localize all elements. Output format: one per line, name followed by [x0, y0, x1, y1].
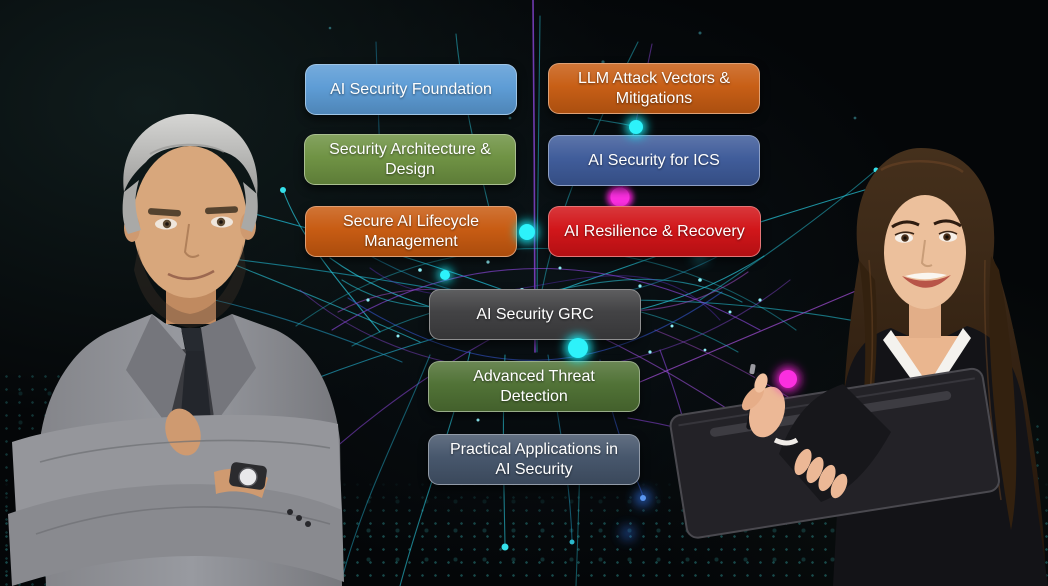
module-label: AI Security for ICS	[588, 151, 720, 169]
woman-blouse-collar	[883, 330, 925, 390]
module-security-architecture-design: Security Architecture & Design	[304, 134, 516, 185]
module-label: AI Security GRC	[476, 305, 594, 323]
module-llm-attack-vectors-mitigations: LLM Attack Vectors & Mitigations	[548, 63, 760, 114]
businessman-figure	[8, 114, 344, 586]
woman-face	[884, 195, 966, 309]
module-secure-ai-lifecycle-management: Secure AI Lifecycle Management	[305, 206, 517, 257]
woman-smile	[902, 275, 951, 288]
module-label: Security Architecture & Design	[329, 140, 491, 178]
module-ai-security-grc: AI Security GRC	[429, 289, 641, 340]
module-label: Practical Applications in AI Security	[449, 440, 619, 478]
man-face	[133, 146, 247, 298]
module-ai-security-for-ics: AI Security for ICS	[548, 135, 760, 186]
module-label: AI Security Foundation	[330, 80, 492, 98]
module-advanced-threat-detection: Advanced Threat Detection	[428, 361, 640, 412]
man-hand	[165, 408, 201, 456]
module-label: LLM Attack Vectors & Mitigations	[577, 69, 731, 107]
man-hair	[123, 114, 258, 196]
module-label: Secure AI Lifecycle Management	[342, 212, 480, 250]
module-label: AI Resilience & Recovery	[564, 222, 745, 240]
module-ai-resilience-recovery: AI Resilience & Recovery	[548, 206, 761, 257]
businesswoman-figure	[669, 148, 1048, 586]
module-practical-applications-ai-security: Practical Applications in AI Security	[428, 434, 640, 485]
module-ai-security-foundation: AI Security Foundation	[305, 64, 517, 115]
woman-gripping-fingers	[794, 448, 848, 499]
module-label: Advanced Threat Detection	[473, 367, 595, 405]
